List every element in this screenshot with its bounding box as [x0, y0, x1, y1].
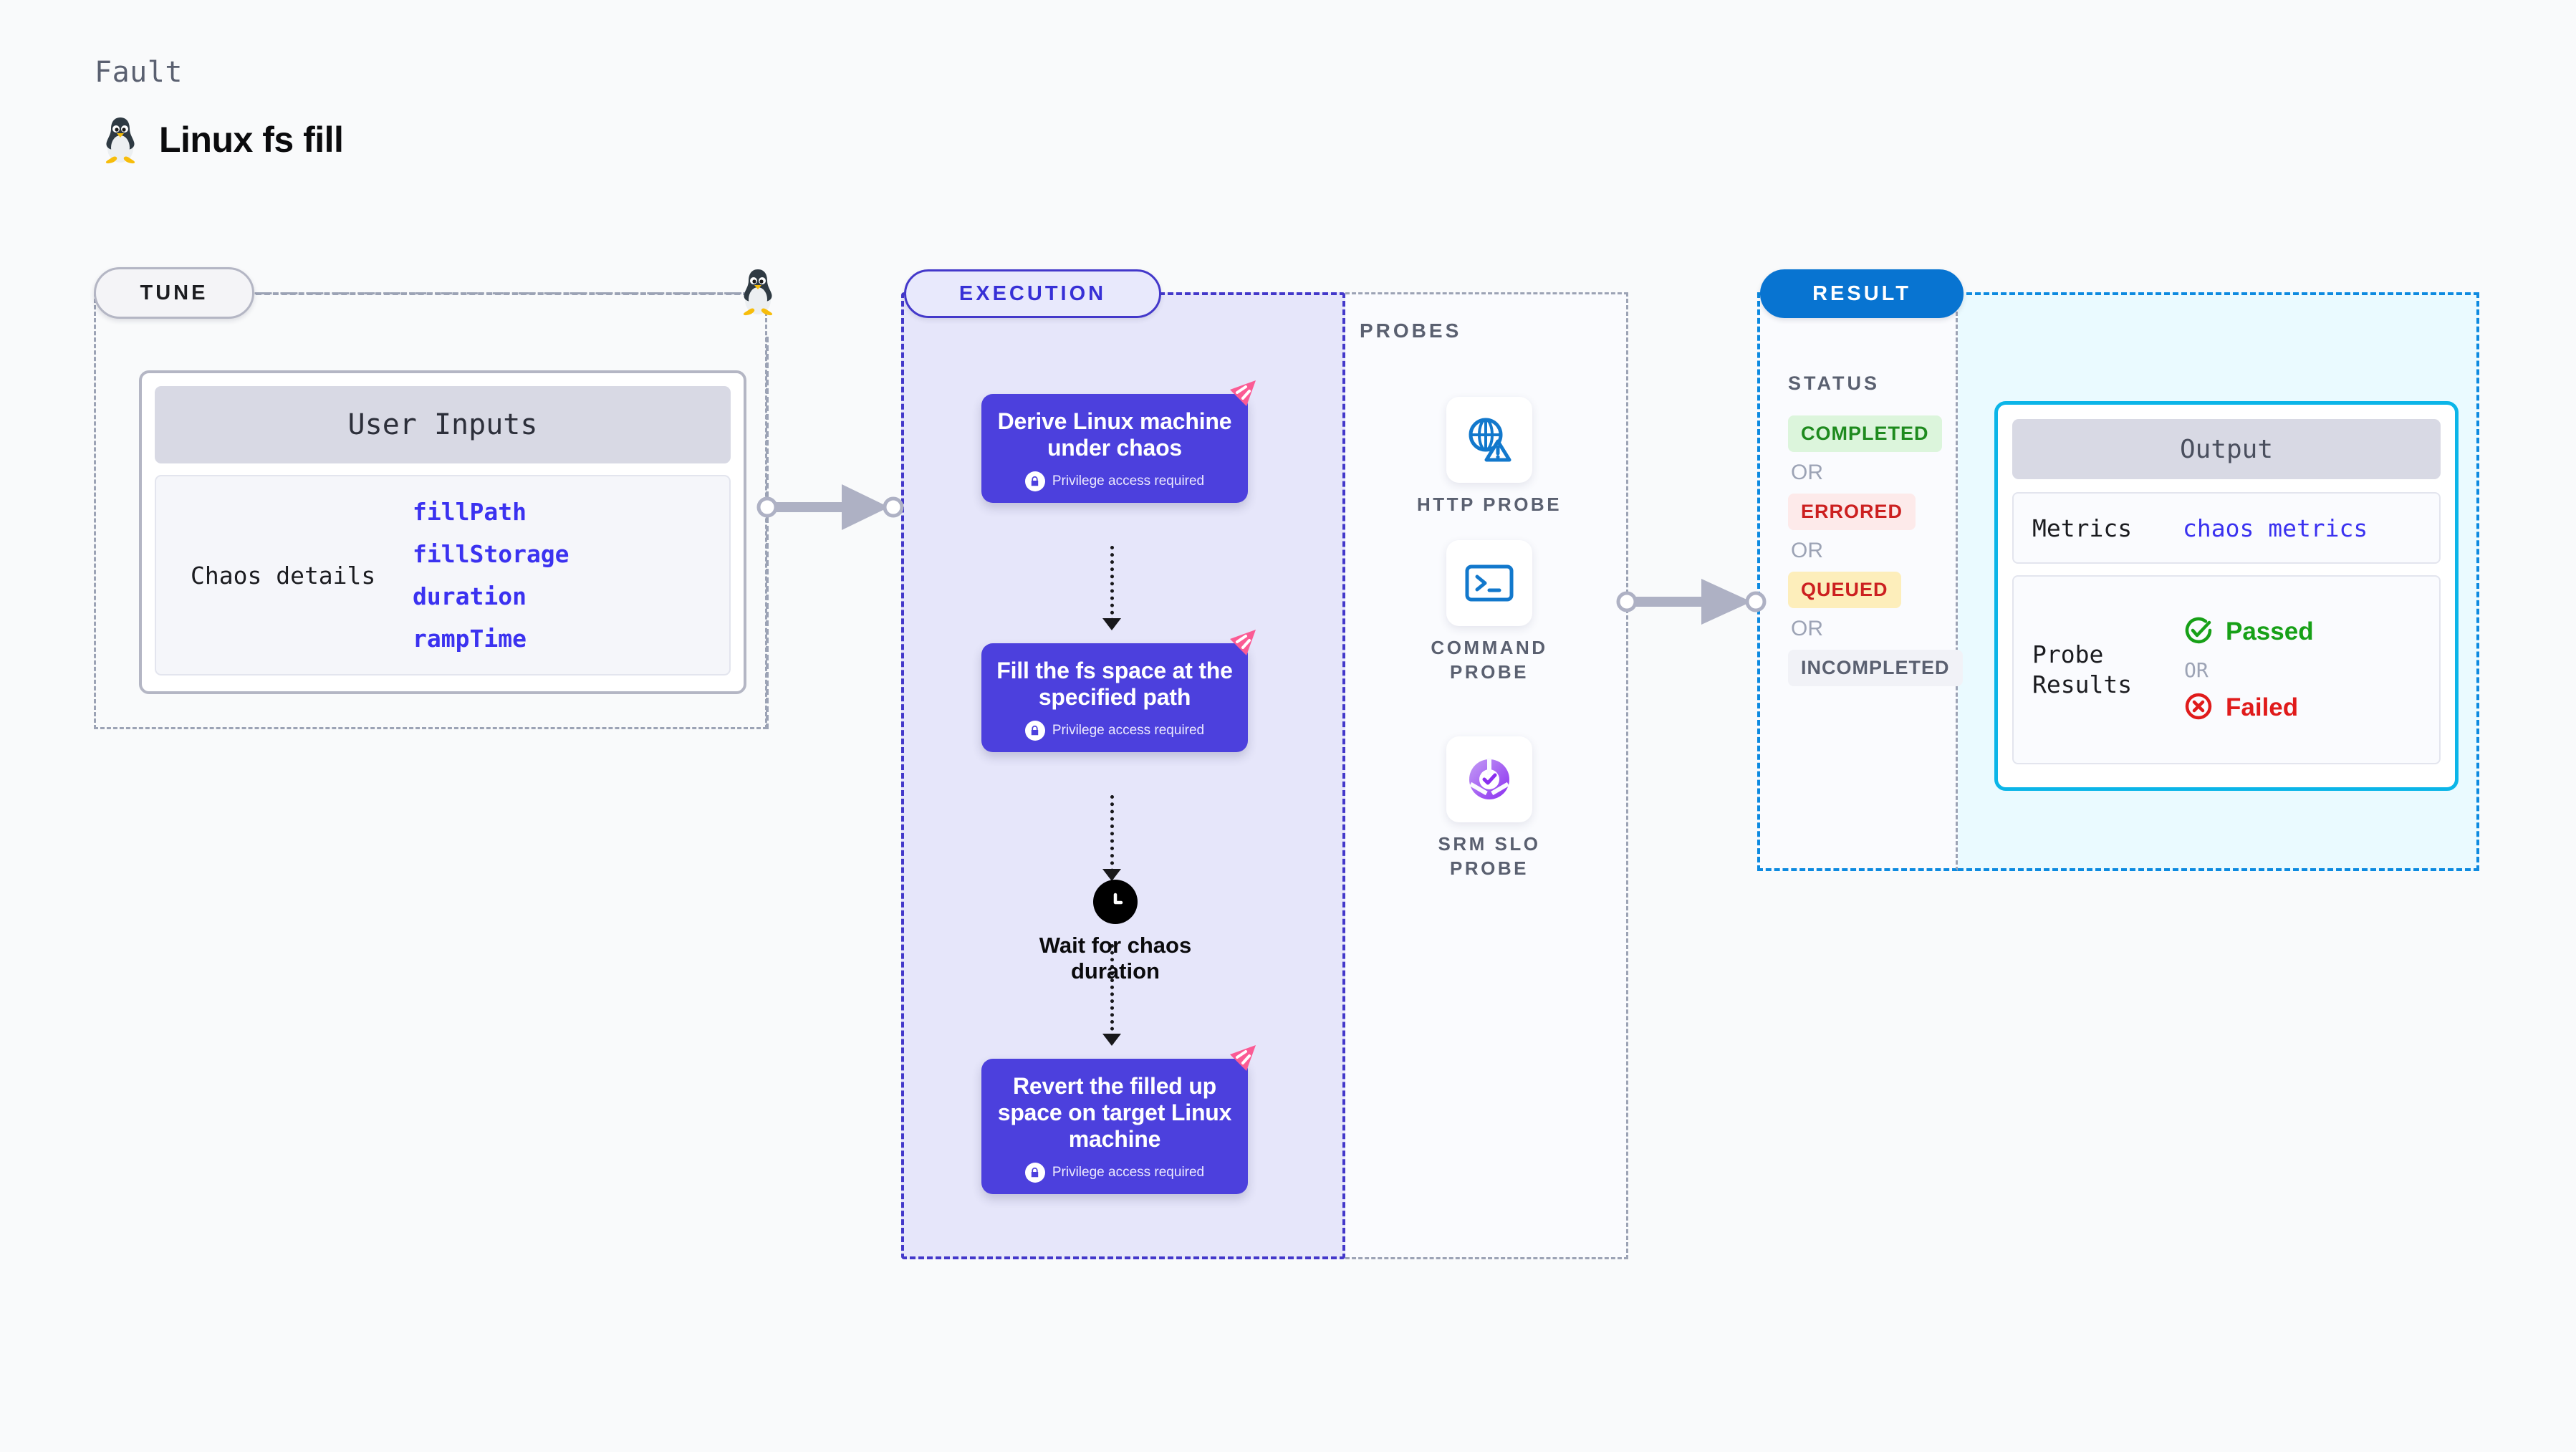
- execution-step-card[interactable]: Derive Linux machine under chaos Privile…: [981, 380, 1256, 504]
- lock-icon: [1024, 721, 1045, 741]
- probe-label: COMMAND PROBE: [1431, 637, 1548, 683]
- status-list: COMPLETED OR ERRORED OR QUEUED OR INCOMP…: [1788, 415, 1963, 686]
- metrics-row: Metrics chaos metrics: [2012, 492, 2441, 564]
- litmus-corner-badge-icon: [1226, 1042, 1259, 1078]
- probe-results-key: Probe Results: [2032, 640, 2133, 698]
- input-param-duration[interactable]: duration: [413, 582, 527, 610]
- chaos-details-panel: Chaos details fillPath fillStorage durat…: [155, 475, 731, 675]
- result-section-pill[interactable]: RESULT: [1760, 269, 1964, 318]
- metrics-value[interactable]: chaos metrics: [2183, 514, 2368, 542]
- probes-title: PROBES: [1360, 319, 1462, 342]
- privilege-note: Privilege access required: [993, 721, 1236, 741]
- linux-tux-icon: [100, 115, 140, 165]
- output-header: Output: [2012, 419, 2441, 479]
- metrics-key: Metrics: [2032, 514, 2133, 542]
- flow-arrow-1: [1102, 546, 1121, 630]
- srm-slo-donut-icon: [1446, 736, 1532, 822]
- litmus-corner-badge-icon: [1226, 626, 1259, 663]
- chaos-details-values: fillPath fillStorage duration rampTime: [413, 498, 569, 653]
- execution-step-title: Derive Linux machine under chaos: [997, 408, 1232, 461]
- probe-label: SRM SLO PROBE: [1438, 833, 1541, 879]
- status-or-separator: OR: [1791, 539, 1823, 562]
- terminal-icon: [1446, 540, 1532, 626]
- status-or-separator: OR: [1791, 617, 1823, 640]
- page-title: Linux fs fill: [159, 120, 344, 160]
- input-param-fillpath[interactable]: fillPath: [413, 498, 527, 526]
- output-card: Output Metrics chaos metrics Probe Resul…: [1994, 401, 2459, 791]
- user-inputs-card: User Inputs Chaos details fillPath fillS…: [139, 370, 746, 694]
- status-badge-incompleted[interactable]: INCOMPLETED: [1788, 650, 1963, 686]
- privilege-note: Privilege access required: [993, 1163, 1236, 1183]
- probe-label: HTTP PROBE: [1416, 494, 1562, 515]
- probe-results-values: Passed OR Failed: [2183, 615, 2314, 726]
- lock-icon: [1024, 471, 1045, 492]
- status-badge-errored[interactable]: ERRORED: [1788, 494, 1916, 530]
- status-badge-completed[interactable]: COMPLETED: [1788, 415, 1942, 452]
- privilege-note-text: Privilege access required: [1052, 723, 1205, 739]
- privilege-note: Privilege access required: [993, 471, 1236, 492]
- tune-right-dash-line: [766, 337, 769, 729]
- execution-step-card[interactable]: Revert the filled up space on target Lin…: [981, 1045, 1256, 1195]
- privilege-note-text: Privilege access required: [1052, 473, 1205, 489]
- clock-icon: [1093, 880, 1138, 924]
- input-param-ramptime[interactable]: rampTime: [413, 625, 527, 653]
- status-title: STATUS: [1788, 372, 1880, 394]
- connector-probes-to-result: [1615, 566, 1769, 641]
- probe-item-http[interactable]: HTTP PROBE: [1396, 397, 1582, 517]
- passed-label: Passed: [2226, 617, 2314, 645]
- probe-result-passed: Passed: [2183, 615, 2314, 650]
- execution-step-title: Fill the fs space at the specified path: [996, 658, 1233, 711]
- linux-tux-icon-marker: [738, 266, 778, 320]
- wait-for-duration-node: Wait for chaos duration: [1039, 880, 1191, 984]
- input-param-fillstorage[interactable]: fillStorage: [413, 540, 569, 568]
- probe-item-srm-slo[interactable]: SRM SLO PROBE: [1396, 736, 1582, 881]
- flow-arrow-3: [1102, 944, 1121, 1046]
- globe-warning-icon: [1446, 397, 1532, 483]
- failed-label: Failed: [2226, 693, 2299, 721]
- fault-title-row: Linux fs fill: [100, 115, 344, 165]
- execution-step-card[interactable]: Fill the fs space at the specified path …: [981, 630, 1256, 753]
- probe-result-or-separator: OR: [2184, 658, 2209, 682]
- status-or-separator: OR: [1791, 461, 1823, 484]
- execution-step-title: Revert the filled up space on target Lin…: [997, 1073, 1232, 1153]
- litmus-corner-badge-icon: [1226, 377, 1259, 413]
- tune-section-pill[interactable]: TUNE: [94, 267, 254, 319]
- status-badge-queued[interactable]: QUEUED: [1788, 572, 1901, 608]
- execution-section-pill[interactable]: EXECUTION: [904, 269, 1161, 318]
- connector-tune-to-execution: [756, 471, 906, 547]
- flow-arrow-2: [1102, 795, 1121, 881]
- wait-label: Wait for chaos duration: [1039, 933, 1192, 984]
- x-circle-icon: [2183, 691, 2214, 726]
- probe-results-row: Probe Results Passed OR: [2012, 575, 2441, 764]
- check-circle-icon: [2183, 615, 2214, 650]
- tune-top-dash-line: [256, 292, 757, 295]
- fault-kicker: Fault: [95, 56, 183, 89]
- lock-icon: [1024, 1163, 1045, 1183]
- probe-result-failed: Failed: [2183, 691, 2314, 726]
- probe-item-command[interactable]: COMMAND PROBE: [1396, 540, 1582, 685]
- user-inputs-header: User Inputs: [155, 386, 731, 463]
- chaos-details-label: Chaos details: [191, 561, 376, 590]
- privilege-note-text: Privilege access required: [1052, 1165, 1205, 1181]
